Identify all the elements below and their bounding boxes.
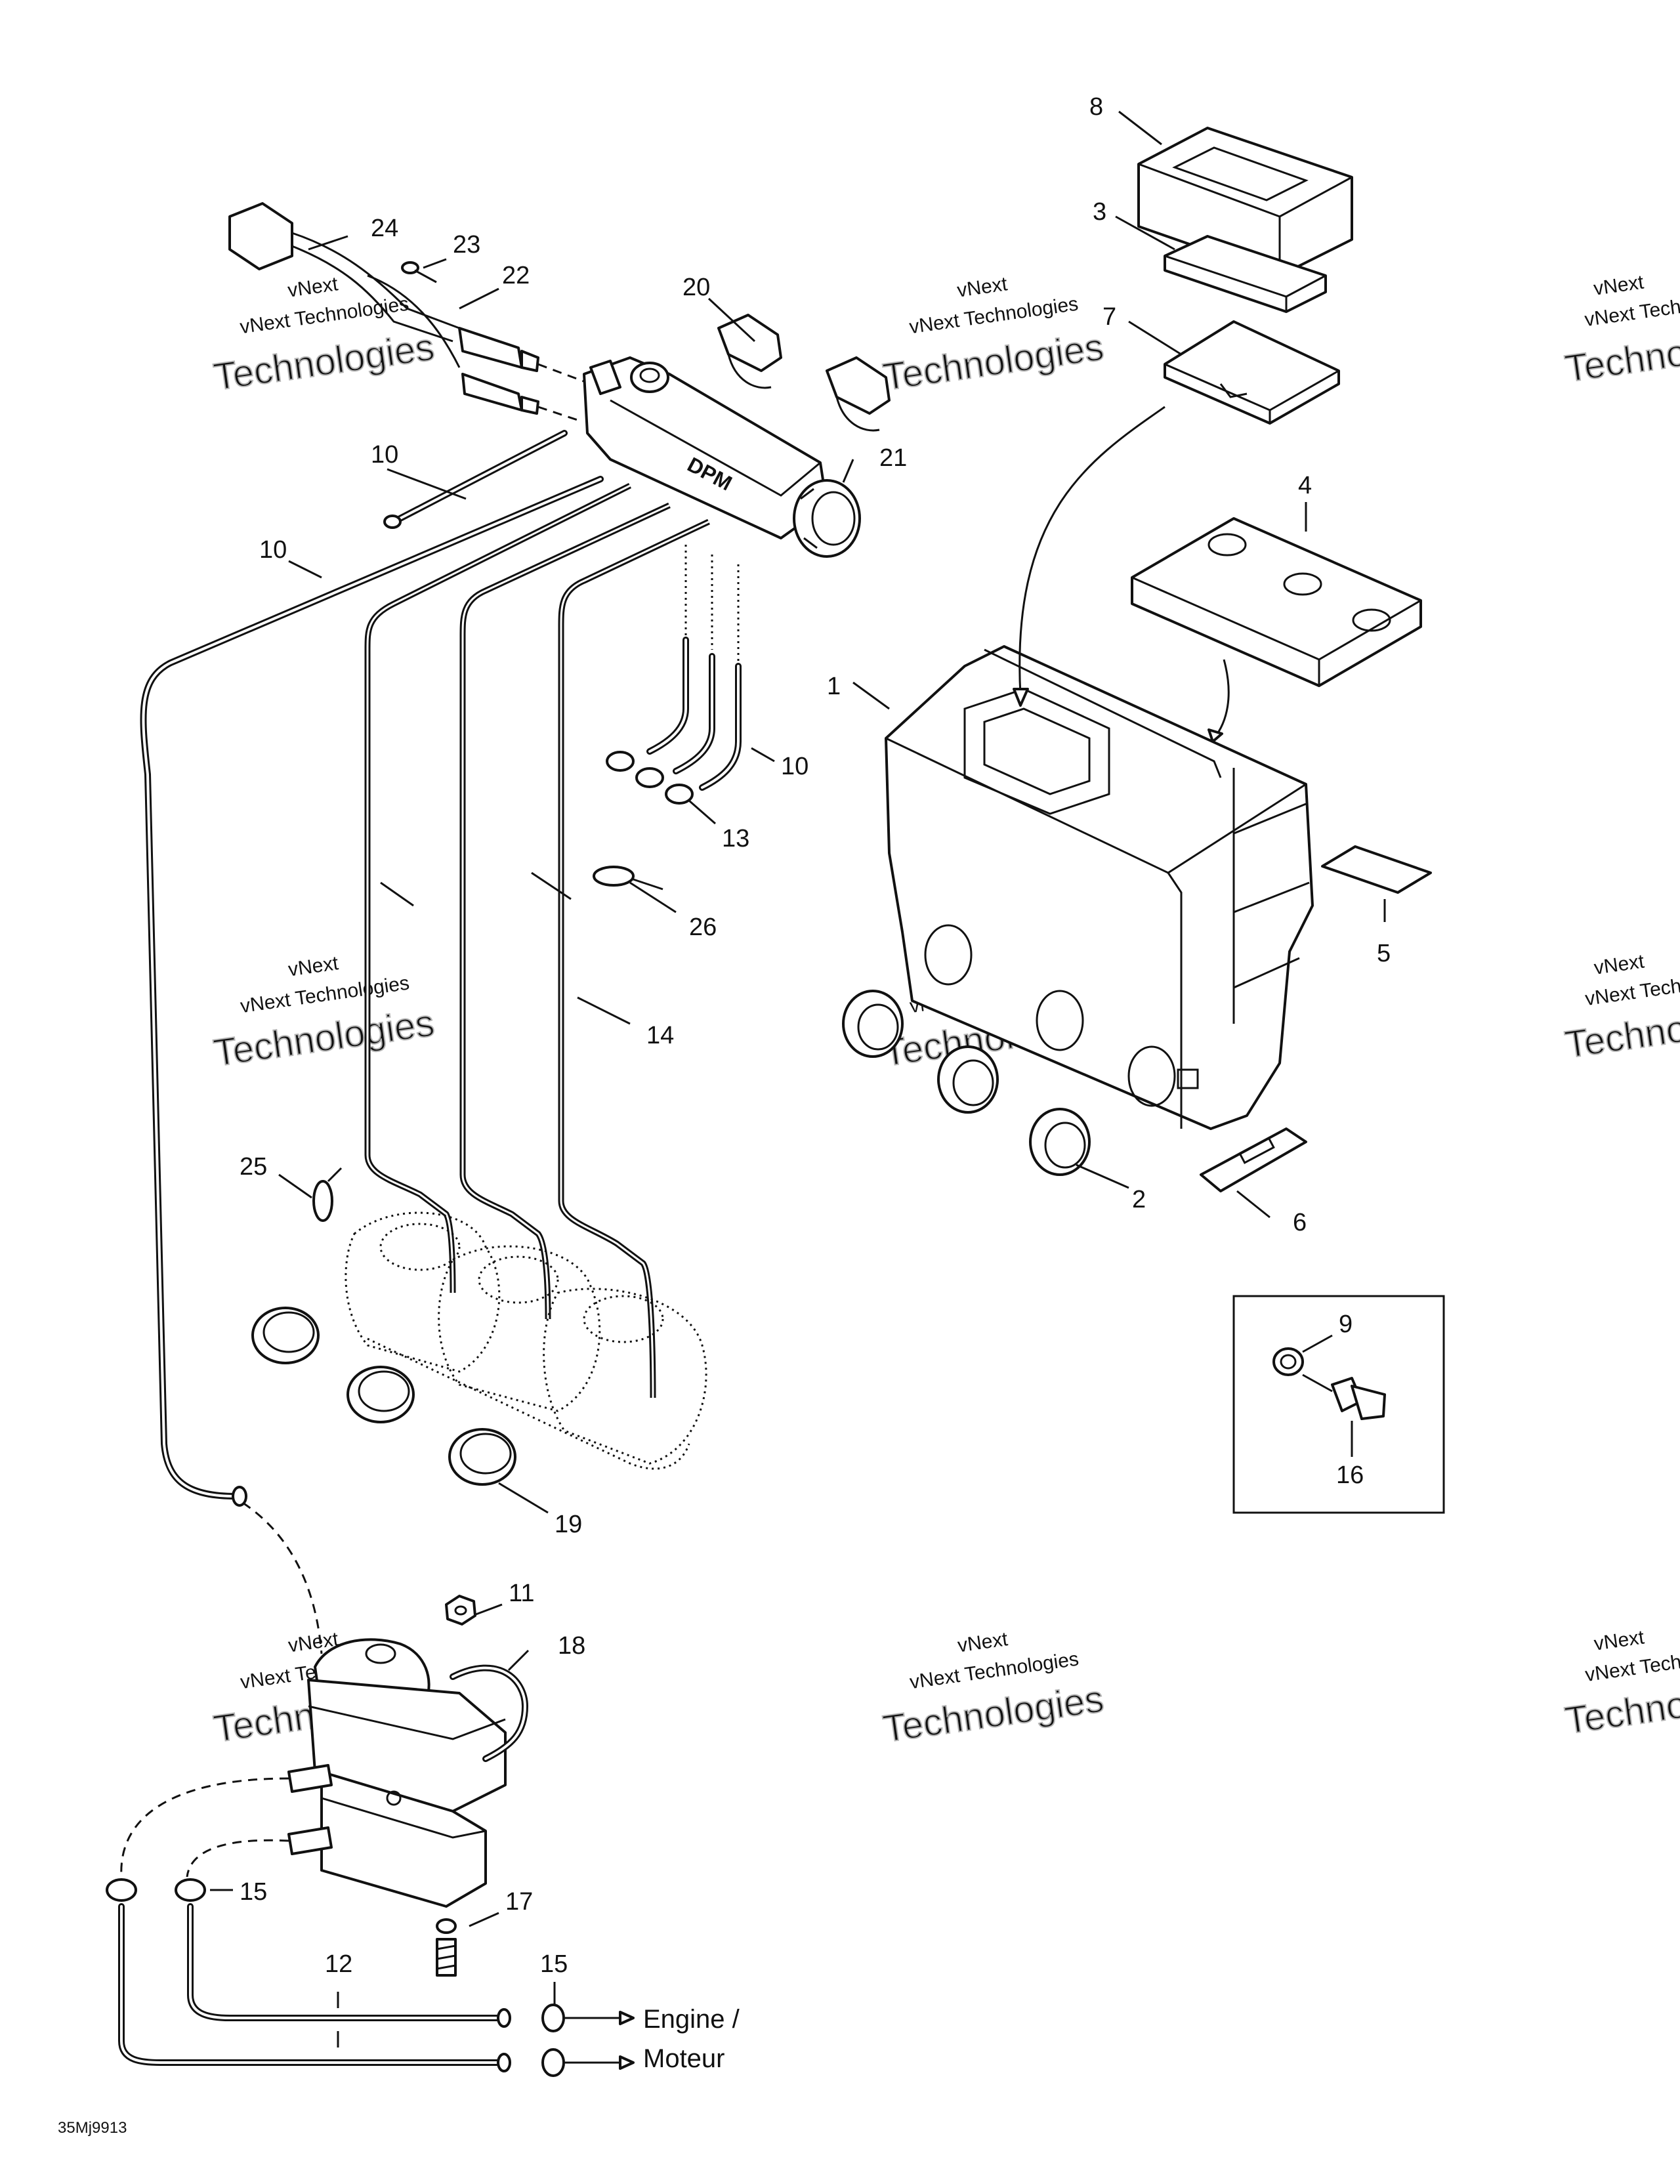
hose-link-line [242,1502,323,1654]
callout-13: 13 [722,825,749,852]
part-1-air-silencer [885,645,1314,1130]
callout-19: 19 [555,1511,582,1538]
callout-12: 12 [325,1950,352,1978]
watermark-line1: vNext [1593,950,1646,978]
callout-15-left: 15 [240,1878,267,1906]
part-12-hoses [118,1903,511,2072]
part-24-harness [228,202,461,368]
callout-1: 1 [827,673,841,700]
callout-23: 23 [453,231,480,259]
watermark-mr: vNext vNext Technologies Technologies [1562,950,1680,1067]
pump-hose-link [120,1777,289,1878]
part-17-screw [436,1918,457,1977]
arrow-insert-to-body [1213,659,1230,739]
part-2-grommets [842,990,1091,1176]
watermark-line1: vNext [287,952,340,980]
callout-25: 25 [240,1153,267,1181]
leader-lines [210,110,1386,2048]
part-10-rail-hose [383,430,568,529]
watermark-line1: vNext [956,273,1009,301]
engine-arrows [564,2011,635,2070]
callouts: 8 3 7 4 1 5 2 6 9 16 24 23 22 20 21 10 1… [240,93,1391,1978]
watermark-tr: vNext vNext Technologies Technologies [1562,271,1680,391]
watermark-tl: vNext vNext Technologies Technologies [210,273,437,399]
callout-10-short: 10 [781,753,808,780]
part-10-return-hose [140,476,604,1507]
callout-20: 20 [682,274,710,301]
engine-label-line1: Engine / [643,2005,740,2034]
arrow-head [1013,688,1029,707]
callout-8: 8 [1089,93,1103,121]
part-21-fitting [793,479,861,558]
callout-4: 4 [1298,472,1312,499]
callout-9: 9 [1339,1311,1353,1338]
part-9-seal [1272,1347,1304,1376]
watermark-line1: vNext [1592,271,1645,299]
part-25-tie [312,1167,343,1222]
watermark-bc: vNext vNext Technologies Technologies [879,1628,1106,1751]
callout-6: 6 [1293,1209,1307,1236]
callout-2: 2 [1132,1186,1146,1213]
part-15-clamps [106,1878,565,2077]
part-4-insert [1131,517,1422,687]
callout-5: 5 [1377,940,1391,967]
callout-7: 7 [1102,303,1116,331]
part-20-clips [717,314,891,432]
part-5-label [1321,845,1432,894]
part-19-clamps [251,1307,516,1486]
arrow-plate-to-body [1018,406,1166,696]
watermark-line1: vNext [1593,1626,1646,1654]
part-13-clamps [606,751,694,805]
drawing-code: 35Mj9913 [58,2119,127,2137]
part-22-injectors [458,327,539,415]
watermark-line3: Technologies [1563,317,1680,390]
part-3-filter [1164,235,1327,313]
callout-21: 21 [879,444,907,472]
part-11-nut [445,1595,476,1626]
callout-17: 17 [505,1888,533,1916]
watermark-line1: vNext [956,1628,1009,1656]
part-10-short-hoses [646,545,742,791]
callout-15-right: 15 [540,1950,568,1978]
watermark-ml: vNext vNext Technologies Technologies [210,952,437,1075]
callout-3: 3 [1093,198,1106,226]
callout-22: 22 [502,262,530,289]
callout-18: 18 [558,1632,585,1660]
part-26-tie [593,866,663,891]
callout-10-return: 10 [259,536,287,564]
part-16-sensor [1302,1374,1386,1420]
watermark-tc: vNext vNext Technologies Technologies [879,273,1106,399]
callout-10-rail: 10 [371,441,398,469]
part-14-fuel-lines [364,482,710,1398]
pump-hose-link [186,1839,289,1878]
callout-16: 16 [1336,1461,1364,1489]
fuel-rail: DPM [583,356,828,539]
arrow-head [1208,728,1223,743]
watermark-line1: vNext [286,273,339,301]
callout-14: 14 [646,1022,674,1049]
inset-box [1232,1295,1445,1514]
fuel-pump [287,1764,487,1908]
throttle-bodies [345,1211,707,1470]
part-8-foam-frame [1137,127,1353,277]
part-23-screw [401,261,437,284]
part-18-regulator [307,1638,528,1813]
callout-26: 26 [689,914,717,941]
part-6-bracket [1200,1127,1307,1192]
injector-link [537,363,591,421]
engine-label-line2: Moteur [643,2044,725,2073]
callout-24: 24 [371,215,398,242]
callout-11: 11 [509,1580,534,1607]
part-7-plate [1164,320,1340,425]
watermark-br: vNext vNext Technologies Technologies [1562,1626,1680,1743]
